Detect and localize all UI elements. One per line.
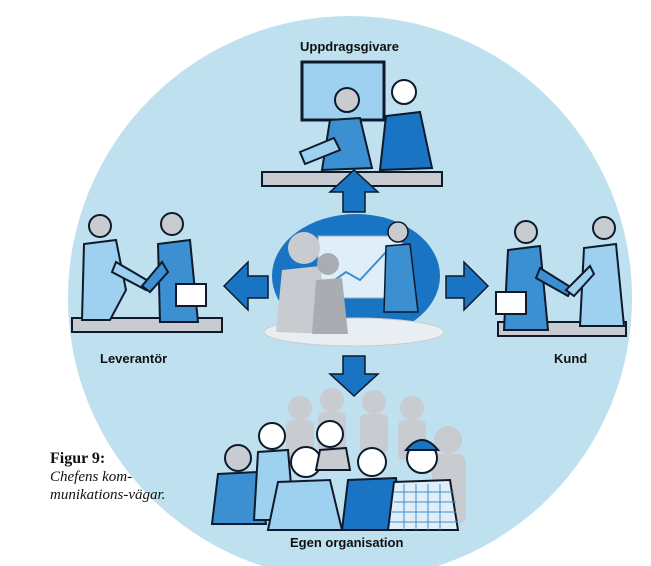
group-icon — [210, 388, 466, 531]
arrow-right — [445, 260, 490, 312]
arrow-left — [222, 260, 269, 312]
caption-title: Figur 9: — [50, 450, 106, 467]
label-uppdragsgivare: Uppdragsgivare — [300, 39, 399, 54]
label-kund: Kund — [554, 351, 588, 366]
label-leverantor: Leverantör — [100, 351, 168, 366]
meeting-icon — [261, 60, 443, 187]
handshake-icon-left — [71, 212, 223, 333]
handshake-icon-right — [495, 216, 627, 337]
figure-caption: Figur 9: Chefens kom-munikations-vägar. — [50, 450, 180, 504]
caption-text: Chefens kom-munikations-vägar. — [50, 469, 166, 503]
arrow-up — [328, 168, 380, 213]
arrow-down — [328, 355, 380, 398]
presentation-icon — [263, 214, 445, 347]
label-egen-organisation: Egen organisation — [290, 535, 404, 550]
